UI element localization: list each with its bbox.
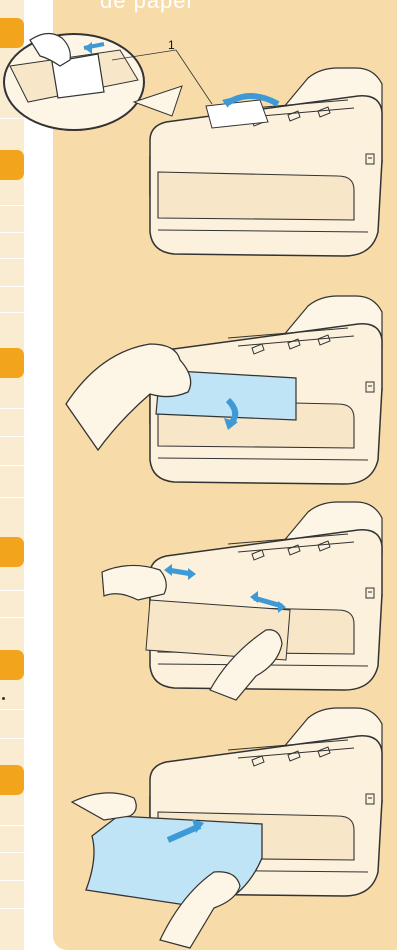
step-4-illustration	[72, 708, 382, 948]
step-1-illustration	[4, 33, 382, 256]
step-2-illustration	[66, 296, 382, 484]
callout-label: 1	[168, 38, 175, 52]
step-3-illustration	[102, 502, 382, 700]
